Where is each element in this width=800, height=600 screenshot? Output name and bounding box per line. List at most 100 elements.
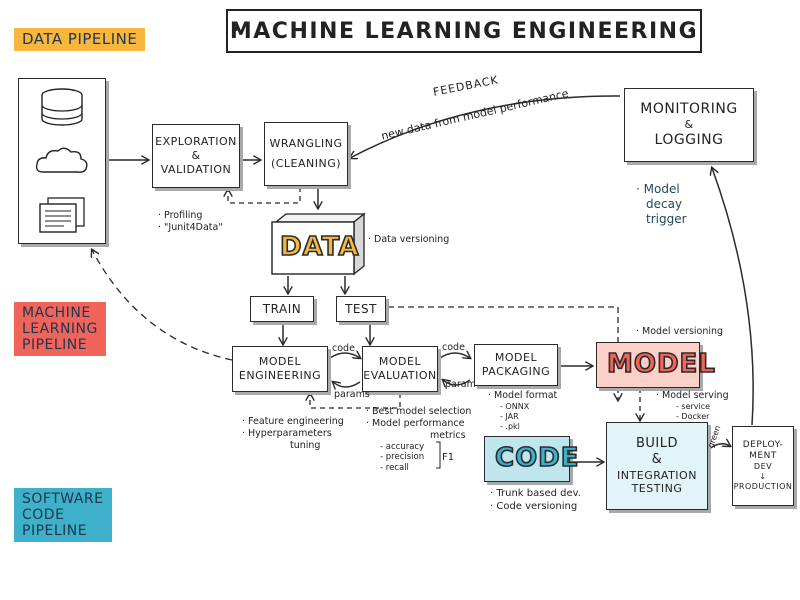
model-format-title: · Model format [488,390,558,401]
model-format-pkl: - .pkl [500,421,520,431]
title-box: MACHINE LEARNING ENGINEERING [226,9,702,53]
data-cube-shape [271,212,366,276]
f1-bracket [436,441,441,469]
model-versioning-note: · Model versioning [636,326,724,337]
model-evaluation-line-1: MODEL [378,355,422,369]
deployment-production: PRODUCTION [733,482,793,492]
build-line-4: TESTING [631,482,683,496]
arrow-monitoring-feedback-to-wrangling [350,95,621,158]
code-versioning-line: · Code versioning [490,500,578,512]
deployment-line-2: MENT [749,451,777,461]
exploration-validation-box: EXPLORATION & VALIDATION [152,124,240,188]
data-pipeline-tag: DATA PIPELINE [14,28,146,52]
model-serving-docker: - Docker [676,411,710,421]
feature-engineering-note: · Feature engineering · Hyperparameters … [242,416,344,452]
wrangling-cleaning-box: WRANGLING (CLEANING) [264,122,348,186]
model-serving-title: · Model serving [656,390,729,401]
ml-pipeline-tag: MACHINE LEARNING PIPELINE [14,302,106,357]
model-engineering-line-1: MODEL [258,355,302,369]
model-packaging-box: MODEL PACKAGING [474,344,558,386]
deployment-box: DEPLOY- MENT DEV ↓ PRODUCTION [732,426,794,506]
model-decay-line-2: decay [646,197,683,211]
tuning-line: tuning [290,439,321,451]
metrics-line: metrics [430,429,466,441]
ml-pipeline-line-1: MACHINE [22,305,91,321]
model-engineering-box: MODEL ENGINEERING [232,346,328,392]
data-sources-box [18,78,106,244]
monitoring-logging-box: MONITORING & LOGGING [624,88,754,162]
arrow-params-evaluation-to-engineering [333,382,361,387]
ml-pipeline-line-2: LEARNING [22,321,98,338]
model-box: MODEL [596,342,716,388]
model-evaluation-box: MODEL EVALUATION [362,346,438,392]
precision-line: - precision [380,452,425,463]
build-line-1: BUILD [635,436,679,451]
model-evaluation-line-2: EVALUATION [363,369,437,382]
model-word: MODEL [606,348,716,380]
code-pipeline-tag: SOFTWARE CODE PIPELINE [14,488,112,543]
wrangling-line-2: (CLEANING) [270,157,342,170]
arrow-code-engineering-to-evaluation [329,353,360,358]
best-model-selection-line: · Best model selection [366,406,472,417]
page-title: MACHINE LEARNING ENGINEERING [229,18,699,44]
f1-label: F1 [442,452,455,463]
arrow-deployment-to-monitoring [712,168,754,426]
model-format-onnx: - ONNX [500,401,530,411]
train-box: TRAIN [250,296,314,322]
trunk-note: · Trunk based dev. · Code versioning [490,488,581,513]
data-cube: DATA [268,212,366,276]
cloud-icon [35,147,88,173]
params-label-1: params [334,389,370,400]
profiling-line-1: · Profiling [158,210,203,221]
dashed-engineering-to-sources [92,250,233,361]
title-pin-left [234,27,238,31]
model-packaging-line-2: PACKAGING [481,365,551,378]
recall-line: - recall [380,462,409,473]
code-word: CODE [494,442,580,474]
exploration-line-1: EXPLORATION [155,135,237,149]
build-integration-testing-box: BUILD & INTEGRATION TESTING [606,422,708,510]
build-line-3: INTEGRATION [617,468,697,482]
profiling-note: · Profiling · "Junit4Data" [158,210,223,234]
ml-pipeline-line-3: PIPELINE [22,337,88,354]
wrangling-line-1: WRANGLING [269,137,343,151]
model-engineering-line-2: ENGINEERING [238,369,322,382]
arrow-param-packaging-to-evaluation [443,380,471,385]
model-serving-service: - service [676,401,711,411]
model-packaging-line-1: MODEL [494,351,538,365]
test-box: TEST [336,296,386,322]
model-decay-note: · Model decay trigger [636,182,687,227]
best-model-note: · Best model selection · Model performan… [366,406,471,474]
code-pipeline-line-3: PIPELINE [22,523,88,540]
monitoring-line-2: & [684,118,694,132]
deployment-dev: DEV [753,462,773,472]
model-decay-line-1: · Model [636,182,680,196]
model-format-jar: - JAR [500,411,519,421]
code-pipeline-line-1: SOFTWARE [22,491,104,507]
model-format-note: · Model format - ONNX - JAR - .pkl [488,390,557,432]
monitoring-line-1: MONITORING [640,100,738,117]
arrow-code-evaluation-to-packaging [439,353,470,358]
model-performance-line: · Model performance [366,417,465,429]
deployment-line-1: DEPLOY- [742,439,784,450]
train-label: TRAIN [262,301,302,316]
model-decay-line-3: trigger [646,212,687,226]
hyperparameters-line: · Hyperparameters [242,427,332,439]
monitoring-line-3: LOGGING [654,131,724,148]
profiling-line-2: · "Junit4Data" [158,221,223,233]
exploration-line-3: VALIDATION [160,162,232,176]
accuracy-line: - accuracy [380,441,425,452]
deployment-arrow: ↓ [759,472,767,482]
trunk-line: · Trunk based dev. [490,488,581,499]
code-box: CODE [484,436,579,482]
data-word: DATA [279,231,360,263]
dashed-wrangling-to-exploration [228,187,301,204]
data-versioning-note: · Data versioning [368,234,450,245]
build-line-2: & [651,452,663,468]
code-label-2: code [442,342,465,353]
data-pipeline-label: DATA PIPELINE [22,30,138,48]
code-label-1: code [332,343,355,354]
params-label-2: param [445,379,476,390]
